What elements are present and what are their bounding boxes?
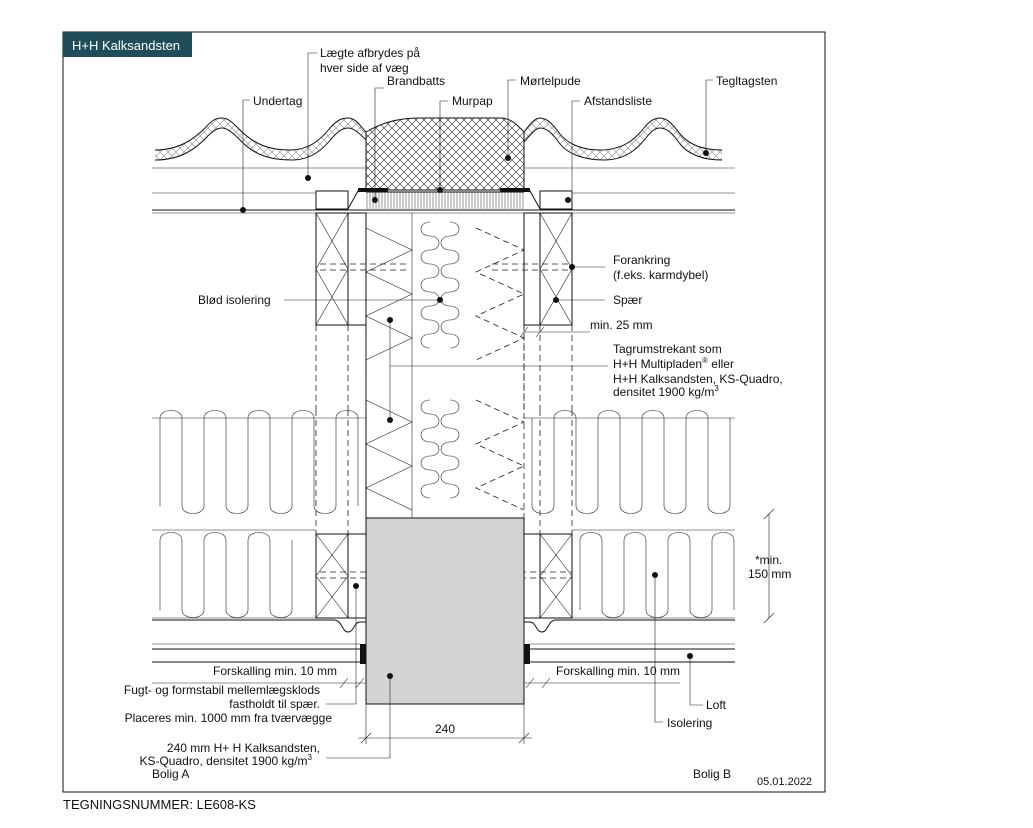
label-undertag: Undertag [253,94,302,108]
drawing-date: 05.01.2022 [757,776,812,788]
label-forskalling-left: Forskalling min. 10 mm [213,664,337,678]
label-tagrum-2: H+H Multipladen® eller [613,356,734,371]
label-laegte-1: Lægte afbrydes på [320,46,420,60]
label-bolig-b: Bolig B [693,767,731,781]
label-loft: Loft [706,698,727,712]
label-fugt-1: Fugt- og formstabil mellemlægsklods [124,683,320,697]
label-brandbatts: Brandbatts [387,74,445,88]
label-tagrum-1: Tagrumstrekant som [613,342,722,356]
label-min150-2: 150 mm [748,567,791,581]
label-afstandsliste: Afstandsliste [584,94,652,108]
ceiling [152,619,735,664]
label-dim240: 240 [435,722,455,736]
batten-left [315,190,349,210]
label-laegte-2: hver side af væg [320,61,409,75]
label-min25: min. 25 mm [590,318,653,332]
label-wall-1: 240 mm H+ H Kalksandsten, [167,741,320,755]
label-bolig-a: Bolig A [152,767,189,781]
label-tagrum-4: densitet 1900 kg/m3 [613,384,719,399]
rafters-upper [315,212,573,326]
drawing-number: TEGNINGSNUMMER: LE608-KS [63,797,256,812]
badge-text: H+H Kalksandsten [72,38,180,53]
label-min150-1: *min. [755,553,782,567]
label-blod-isolering: Blød isolering [198,293,271,307]
hidden-lines [315,325,573,534]
label-wall-2: KS-Quadro, densitet 1900 kg/m3 [139,753,312,768]
insulation-lower [152,532,735,619]
label-fugt-2: fastholdt til spær. [229,697,320,711]
label-tagrum-3: H+H Kalksandsten, KS-Quadro, [613,372,783,386]
labels: Lægte afbrydes på hver side af væg Brand… [124,46,812,788]
drawing-frame [62,31,826,793]
insulation-upper [152,410,735,531]
leader-lines [240,52,713,759]
forskalling-dims [152,677,680,689]
label-isolering: Isolering [667,716,712,730]
label-forankring-2: (f.eks. karmdybel) [613,268,708,282]
label-murpap: Murpap [452,94,493,108]
dimension-240 [358,704,532,744]
fire-wall-lower [365,517,525,705]
brand-badge: H+H Kalksandsten [63,32,192,57]
mortar-cushion [365,117,525,191]
label-forankring-1: Forankring [613,253,670,267]
roof-underlay [152,167,735,214]
label-mortelpude: Mørtelpude [520,74,581,88]
roof-tiles [154,117,723,161]
label-tegltagsten: Tegltagsten [716,74,777,88]
label-spaer: Spær [613,293,642,307]
dimension-150 [763,508,775,624]
label-fugt-3: Placeres min. 1000 mm fra tværvægge [125,711,333,725]
label-forskalling-right: Forskalling min. 10 mm [556,664,680,678]
